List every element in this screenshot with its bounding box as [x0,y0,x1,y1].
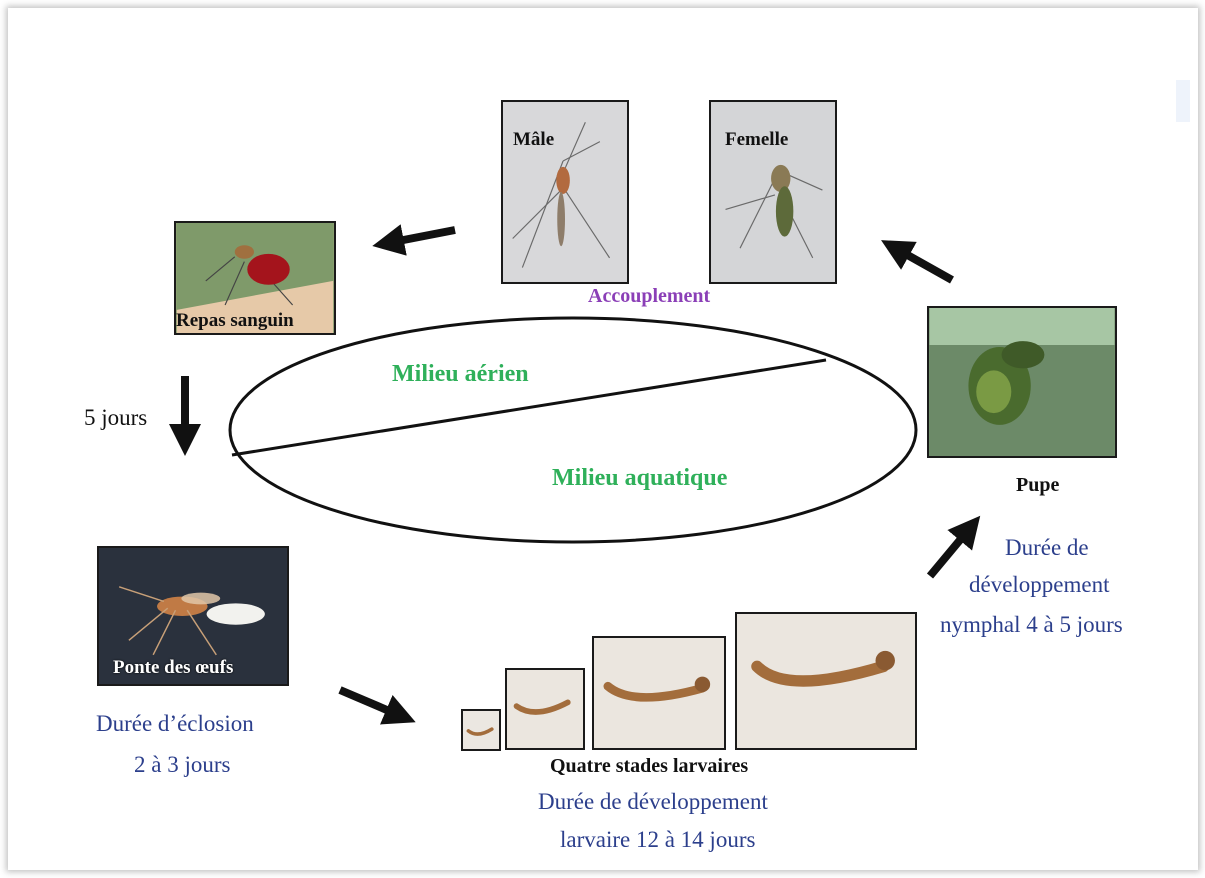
male-mosquito-illustration [503,102,627,282]
blood-to-eggs-duration: 5 jours [84,405,148,430]
mating-label: Accouplement [588,285,711,307]
larval-duration-line1: Durée de développement [538,789,768,814]
larva-stage-4-illustration [737,614,915,748]
larva-stage-2-photo [505,668,585,750]
pupal-duration-line3: nymphal 4 à 5 jours [940,612,1123,637]
larva-stage-1-photo [461,709,501,751]
pupa-illustration [929,308,1115,456]
female-mosquito-photo: Femelle [709,100,837,284]
hatching-duration-line2: 2 à 3 jours [134,752,231,777]
arrow-to-pupa [926,515,981,579]
pupa-photo [927,306,1117,458]
larvae-caption: Quatre stades larvaires [550,755,749,777]
pupal-duration-line2: développement [969,572,1110,597]
egg-laying-illustration [99,548,287,684]
larva-stage-4-photo [735,612,917,750]
arrow-to-adults [881,240,954,284]
corner-tab [1176,80,1190,122]
male-mosquito-photo: Mâle [501,100,629,284]
female-mosquito-illustration [711,102,835,282]
blood-meal-photo: Repas sanguin [174,221,336,335]
egg-laying-caption: Ponte des œufs [113,657,234,678]
egg-laying-photo: Ponte des œufs [97,546,289,686]
pupa-caption: Pupe [1016,474,1060,496]
female-caption: Femelle [725,129,789,150]
arrow-to-larvae [338,686,416,725]
larva-stage-3-photo [592,636,726,750]
habitat-divider-line [231,358,827,457]
pupal-duration-line1: Durée de [1005,535,1089,560]
larval-duration-line2: larvaire 12 à 14 jours [560,827,756,852]
blood-meal-illustration [176,223,334,333]
male-caption: Mâle [513,129,555,150]
larva-stage-3-illustration [594,638,724,748]
blood-meal-caption: Repas sanguin [176,310,294,331]
arrow-to-blood-meal [372,224,456,256]
larva-stage-2-illustration [507,670,583,748]
habitat-ellipse [228,316,918,544]
air-medium-label: Milieu aérien [392,361,529,387]
water-medium-label: Milieu aquatique [552,465,728,491]
larva-stage-1-illustration [463,711,499,749]
hatching-duration-line1: Durée d’éclosion [96,711,254,736]
